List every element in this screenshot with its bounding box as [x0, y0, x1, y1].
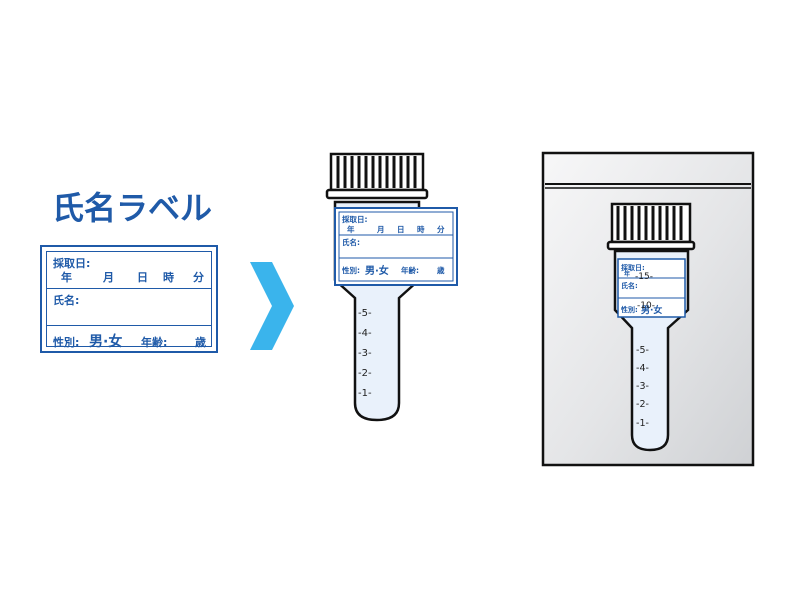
month-label: 月 [103, 271, 114, 284]
tube-with-label: 採取日: 年 月 日 時 分 氏名: 性別: 男·女 年齢: 歳 -5- -4-… [325, 152, 458, 422]
bag-tube-cap [606, 202, 696, 251]
age-unit: 歳 [195, 336, 206, 349]
minute-label: 分 [193, 271, 204, 284]
tube-sex-label: 性別: [342, 265, 360, 275]
arrow-right-icon [250, 262, 294, 350]
bag-tube-label [617, 258, 686, 318]
bag-scale-mark-1: -1- [636, 418, 649, 429]
bag-scale-mark-15: -15- [635, 272, 653, 282]
name-label-card: 採取日: 年 月 日 時 分 氏名: 性別: 男·女 年齢: 歳 [40, 245, 218, 353]
tube-month-label: 月 [376, 225, 385, 234]
bag-name-label: 氏名: [621, 281, 638, 290]
year-label: 年 [61, 271, 72, 284]
bag-date-label: 採取日: [621, 263, 645, 272]
tube-scale: -5- -4- -3- -2- -1- [358, 308, 372, 399]
bag-scale-mark-5: -5- [636, 345, 649, 356]
bag-tube-upper-scale: -15- -10- [635, 272, 655, 311]
date-label: 採取日: [53, 257, 91, 270]
sex-options: 男·女 [89, 334, 123, 350]
hour-label: 時 [163, 271, 174, 284]
bag-year-label: 年 [624, 270, 630, 278]
tube-name-label: 氏名: [342, 237, 360, 247]
tube-minute-label: 分 [437, 224, 445, 234]
tube-scale-mark-1: -1- [358, 388, 372, 399]
sex-age-row: 性別: 男·女 年齢: 歳 [47, 326, 211, 350]
sex-label: 性別: [53, 336, 80, 349]
tube-year-label: 年 [347, 224, 355, 234]
bag-scale-mark-4: -4- [636, 363, 649, 374]
bag-sex-label: 性別: [621, 305, 638, 314]
tube-day-label: 日 [397, 225, 405, 234]
tube-scale-mark-3: -3- [358, 348, 372, 359]
age-label: 年齢: [141, 336, 168, 349]
tube-age-label: 年齢: [401, 265, 419, 275]
bag-sex-options: 男·女 [641, 304, 662, 316]
tube-hour-label: 時 [417, 224, 425, 234]
bag-scale-mark-2: -2- [636, 399, 649, 410]
tube-sex-options: 男·女 [365, 264, 389, 277]
date-row: 採取日: 年 月 日 時 分 [47, 252, 211, 289]
title: 氏名ラベル [52, 189, 213, 227]
tube-scale-mark-2: -2- [358, 368, 372, 379]
tube-age-unit: 歳 [437, 265, 445, 275]
tube-label-sticker [334, 207, 458, 286]
specimen-bag: 採取日: 年 氏名: 性別: 男·女 -15- -10- -5- -4- -3-… [541, 151, 755, 467]
tube-scale-mark-5: -5- [358, 308, 372, 319]
name-row: 氏名: [47, 289, 211, 326]
bag-tube-scale: -5- -4- -3- -2- -1- [636, 345, 649, 429]
bag-scale-mark-3: -3- [636, 381, 649, 392]
bag-scale-mark-10: -10- [637, 301, 655, 311]
tube-scale-mark-4: -4- [358, 328, 372, 339]
day-label: 日 [137, 271, 148, 284]
tube-date-label: 採取日: [342, 214, 368, 224]
tube-cap [325, 152, 429, 200]
name-label: 氏名: [53, 294, 80, 307]
